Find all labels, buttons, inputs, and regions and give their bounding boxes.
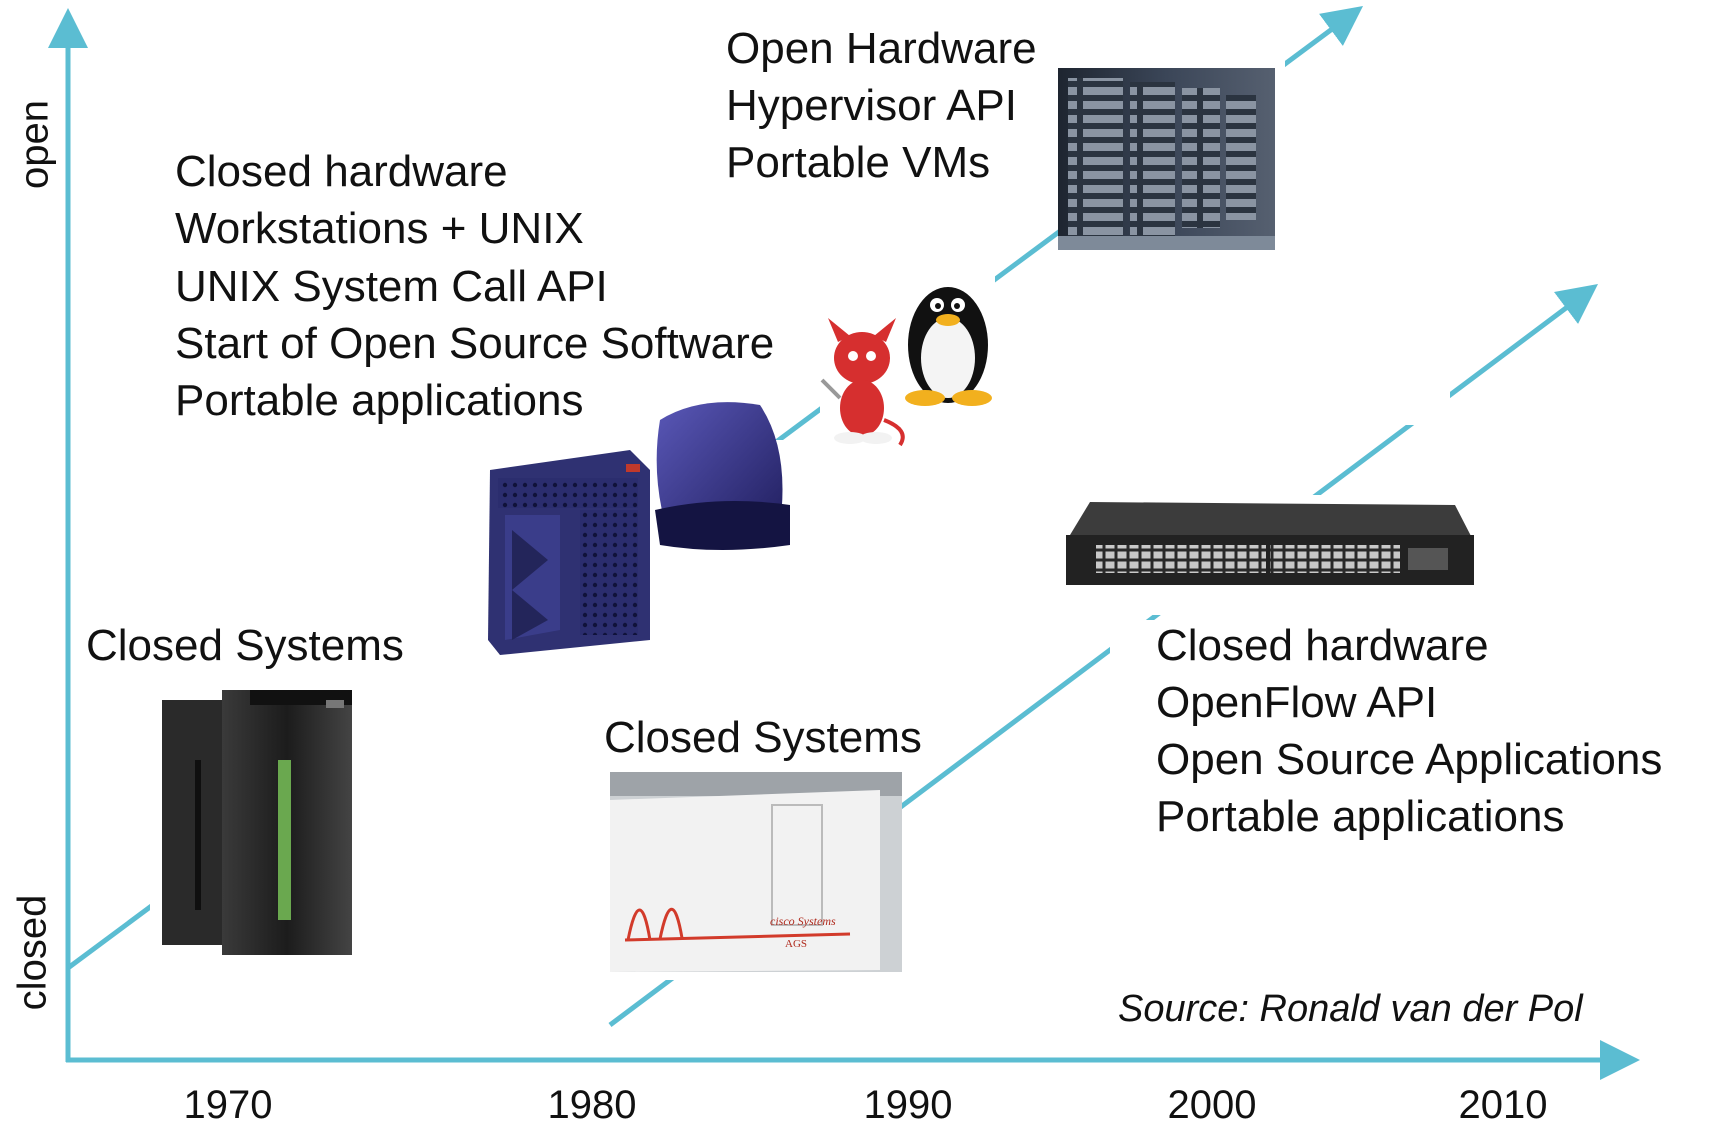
- mainframe-heading: Closed Systems: [86, 621, 404, 670]
- x-tick-1980: 1980: [547, 1083, 637, 1127]
- workstation-line: Portable applications: [175, 376, 584, 425]
- y-axis-bottom-label: closed: [10, 894, 55, 1011]
- router-heading: Closed Systems: [604, 713, 922, 762]
- workstation-line: Closed hardware: [175, 147, 508, 196]
- router-model-text: AGS: [785, 938, 807, 950]
- x-tick-2000: 2000: [1167, 1083, 1257, 1127]
- openflow-switch-image: [1066, 502, 1474, 585]
- openflow-line: Open Source Applications: [1156, 735, 1663, 784]
- workstation-line: Start of Open Source Software: [175, 319, 775, 368]
- bsd-daemon-image: [820, 318, 905, 447]
- openflow-line: Portable applications: [1156, 792, 1565, 841]
- openflow-line: Closed hardware: [1156, 621, 1489, 670]
- server-line: Portable VMs: [726, 138, 991, 187]
- tux-penguin-image: [905, 287, 992, 406]
- sgi-workstation-image: [655, 402, 790, 550]
- mainframe-image: [162, 690, 352, 955]
- workstation-line: Workstations + UNIX: [175, 204, 584, 253]
- sun-server-image: [488, 450, 650, 655]
- cisco-router-image: cisco Systems AGS: [610, 772, 902, 972]
- openflow-line: OpenFlow API: [1156, 678, 1438, 727]
- server-line: Open Hardware: [726, 24, 1037, 73]
- datacenter-image: [1058, 68, 1275, 250]
- router-brand-text: cisco Systems: [770, 914, 836, 928]
- server-line: Hypervisor API: [726, 81, 1017, 130]
- x-tick-1990: 1990: [863, 1083, 953, 1127]
- x-tick-1970: 1970: [183, 1083, 273, 1127]
- workstation-line: UNIX System Call API: [175, 262, 608, 311]
- x-tick-2010: 2010: [1458, 1083, 1548, 1127]
- source-credit: Source: Ronald van der Pol: [1118, 988, 1583, 1030]
- y-axis-top-label: open: [12, 100, 57, 189]
